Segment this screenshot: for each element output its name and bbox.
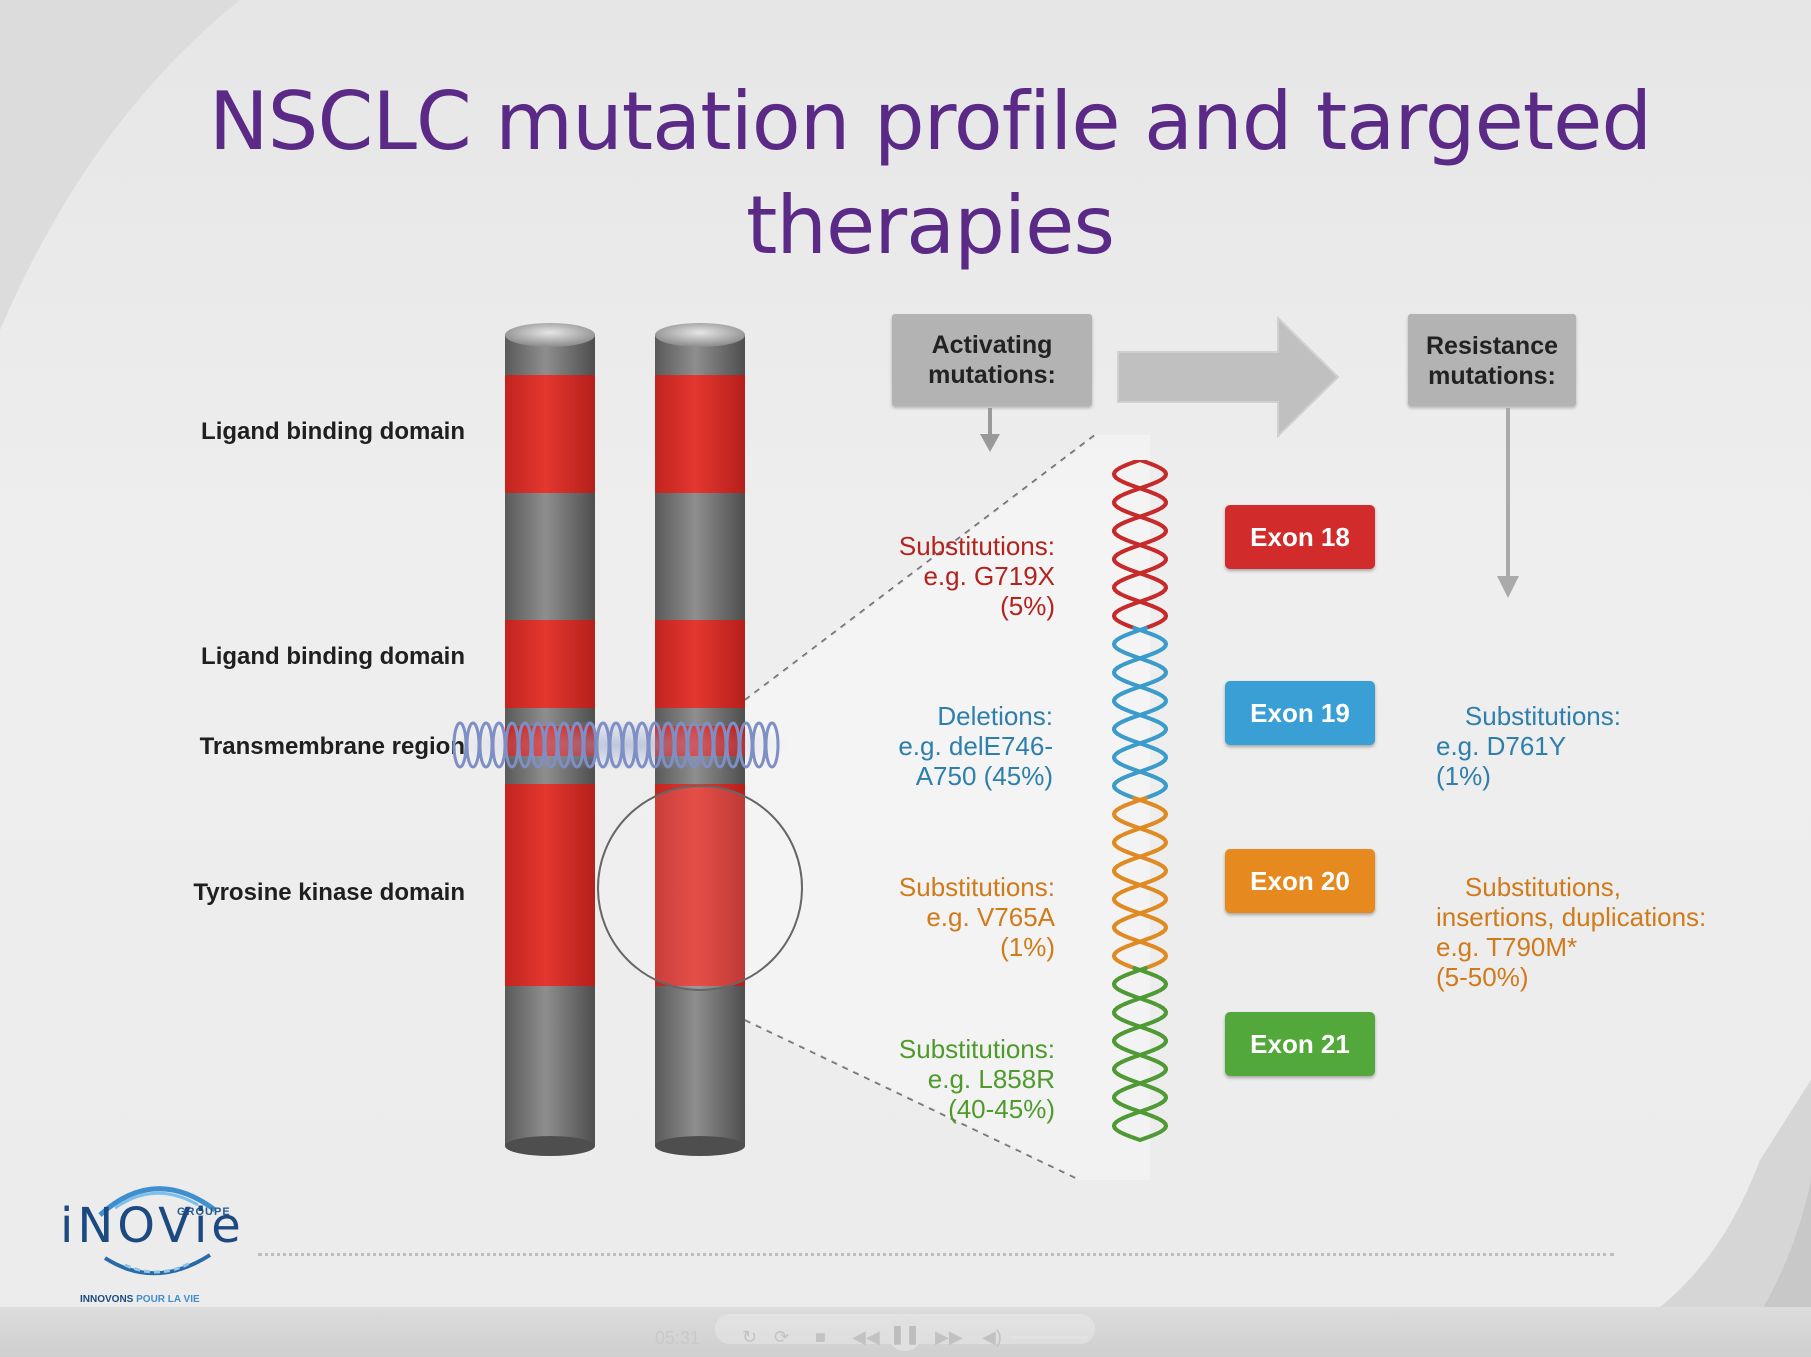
label-transmembrane: Transmembrane region <box>199 733 465 760</box>
activating-mutation-text: Deletions: e.g. delE746- A750 (45%) <box>898 701 1053 791</box>
activating-mutation-exon-19: Deletions: e.g. delE746- A750 (45%) <box>800 671 1053 821</box>
activating-mutation-exon-21: Substitutions: e.g. L858R (40-45%) <box>800 1004 1055 1154</box>
activating-mutation-text: Substitutions: e.g. L858R (40-45%) <box>898 1034 1055 1124</box>
logo-tagline-a: INNOVONS <box>80 1294 137 1305</box>
activating-mutation-exon-18: Substitutions: e.g. G719X (5%) <box>800 501 1055 651</box>
resistance-down-arrow-head <box>1497 576 1519 598</box>
logo-tagline-b: POUR LA VIE <box>136 1294 200 1305</box>
zoom-line-bottom <box>744 1019 1081 1181</box>
zoom-magnifier <box>597 785 803 991</box>
exon-21-badge: Exon 21 <box>1225 1012 1375 1076</box>
repeat-icon[interactable]: ↻ <box>742 1327 758 1347</box>
activating-mutation-exon-20: Substitutions: e.g. V765A (1%) <box>800 842 1055 992</box>
inovie-logo-mark <box>98 1186 217 1276</box>
dna-helix-icon <box>1112 460 1168 1142</box>
fast-forward-icon[interactable]: ▶▶ <box>935 1327 963 1347</box>
activating-mutation-text: Substitutions: e.g. V765A (1%) <box>898 872 1055 962</box>
big-right-arrow <box>1117 315 1340 439</box>
label-ligand-binding-1: Ligand binding domain <box>201 418 465 445</box>
video-player-bar: 05:31 ↻ ⟳ ■ ◀◀ ❚❚ ▶▶ ◀) <box>0 1307 1811 1357</box>
activating-down-arrow-head <box>980 434 1000 452</box>
refresh-icon[interactable]: ⟳ <box>774 1327 790 1347</box>
volume-icon[interactable]: ◀) <box>982 1327 1002 1347</box>
footer-divider <box>258 1253 1614 1256</box>
resistance-mutation-text: Substitutions, insertions, duplications:… <box>1436 872 1707 992</box>
playback-time: 05:31 <box>655 1328 701 1348</box>
logo-groupe-text: GROUPE <box>177 1206 231 1218</box>
label-tyrosine-kinase: Tyrosine kinase domain <box>193 879 465 906</box>
resistance-mutation-exon-20: Substitutions, insertions, duplications:… <box>1436 842 1706 1022</box>
resistance-mutation-text: Substitutions: e.g. D761Y (1%) <box>1436 701 1621 791</box>
title-line-2: therapies <box>745 179 1115 272</box>
bottom-right-swoosh <box>1560 1080 1811 1357</box>
title-line-1: NSCLC mutation profile and targeted <box>208 75 1652 168</box>
pause-icon: ❚❚ <box>889 1324 921 1344</box>
zoom-line-top <box>744 434 1096 701</box>
rewind-icon[interactable]: ◀◀ <box>852 1327 880 1347</box>
logo-name-text: iNOVie <box>60 1198 245 1254</box>
membrane-coils <box>452 721 780 769</box>
stop-icon[interactable]: ■ <box>815 1327 826 1347</box>
pause-button[interactable]: ❚❚ <box>888 1317 922 1351</box>
logo-tagline: INNOVONS POUR LA VIE <box>80 1294 200 1305</box>
label-ligand-binding-2: Ligand binding domain <box>201 643 465 670</box>
exon-20-badge: Exon 20 <box>1225 849 1375 913</box>
slide-title: NSCLC mutation profile and targeted ther… <box>0 70 1811 278</box>
resistance-mutations-box: Resistance mutations: <box>1408 314 1576 406</box>
resistance-mutation-exon-19: Substitutions: e.g. D761Y (1%) <box>1436 671 1621 821</box>
activating-mutation-text: Substitutions: e.g. G719X (5%) <box>898 531 1055 621</box>
exon-19-badge: Exon 19 <box>1225 681 1375 745</box>
volume-slider[interactable] <box>1012 1336 1087 1339</box>
exon-18-badge: Exon 18 <box>1225 505 1375 569</box>
activating-mutations-box: Activating mutations: <box>892 314 1092 406</box>
top-left-swoosh <box>0 0 240 330</box>
